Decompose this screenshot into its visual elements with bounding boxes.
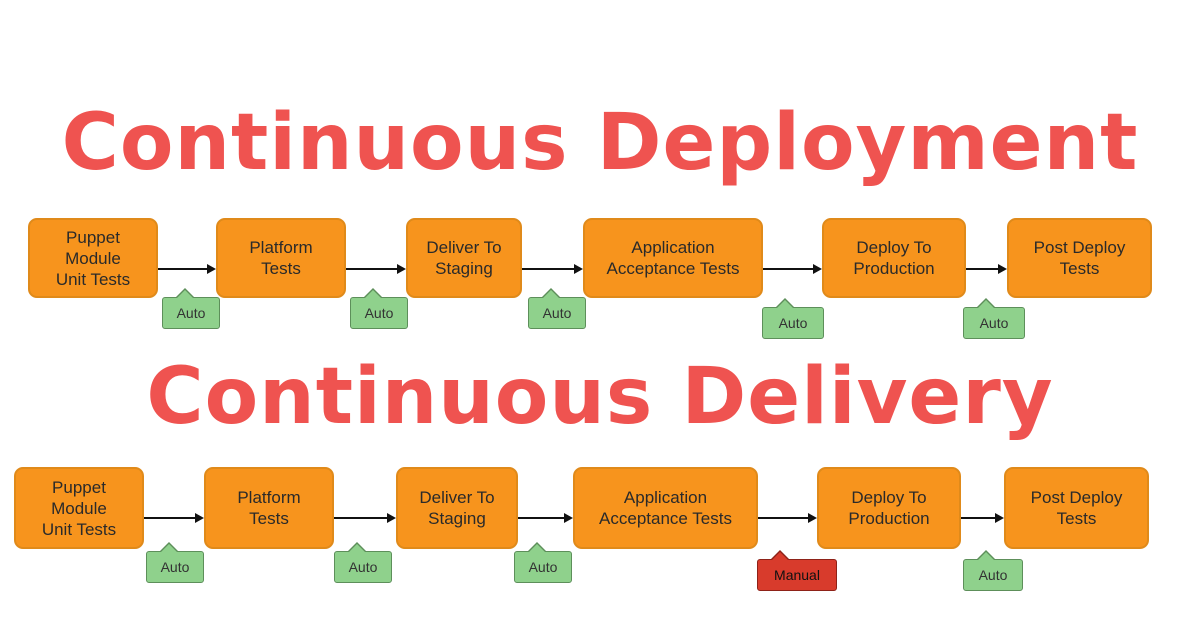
flow-arrow <box>518 517 564 519</box>
continuous-deployment-title: Continuous Deployment <box>61 98 1139 188</box>
arrow-head-icon <box>564 513 573 523</box>
auto-gate-tag: Auto <box>146 542 204 583</box>
auto-gate-tag: Auto <box>762 298 824 339</box>
auto-gate-tag: Auto <box>334 542 392 583</box>
flow-arrow <box>346 268 397 270</box>
flow-arrow <box>334 517 387 519</box>
flow-arrow <box>961 517 995 519</box>
flow-arrow <box>158 268 207 270</box>
arrow-head-icon <box>207 264 216 274</box>
continuous-delivery-title: Continuous Delivery <box>146 352 1054 442</box>
arrow-head-icon <box>387 513 396 523</box>
arrow-head-icon <box>397 264 406 274</box>
auto-gate-tag: Auto <box>528 288 586 329</box>
auto-gate-tag: Auto <box>514 542 572 583</box>
auto-gate-tag: Auto <box>162 288 220 329</box>
manual-gate-tag: Manual <box>757 550 837 591</box>
flow-arrow <box>763 268 813 270</box>
arrow-head-icon <box>813 264 822 274</box>
flow-arrow <box>966 268 998 270</box>
arrow-head-icon <box>195 513 204 523</box>
arrow-head-icon <box>998 264 1007 274</box>
flow-arrow <box>758 517 808 519</box>
auto-gate-tag: Auto <box>963 298 1025 339</box>
flow-arrow <box>144 517 195 519</box>
arrow-head-icon <box>995 513 1004 523</box>
auto-gate-tag: Auto <box>350 288 408 329</box>
auto-gate-tag: Auto <box>963 550 1023 591</box>
arrow-head-icon <box>574 264 583 274</box>
arrow-head-icon <box>808 513 817 523</box>
flow-arrow <box>522 268 574 270</box>
